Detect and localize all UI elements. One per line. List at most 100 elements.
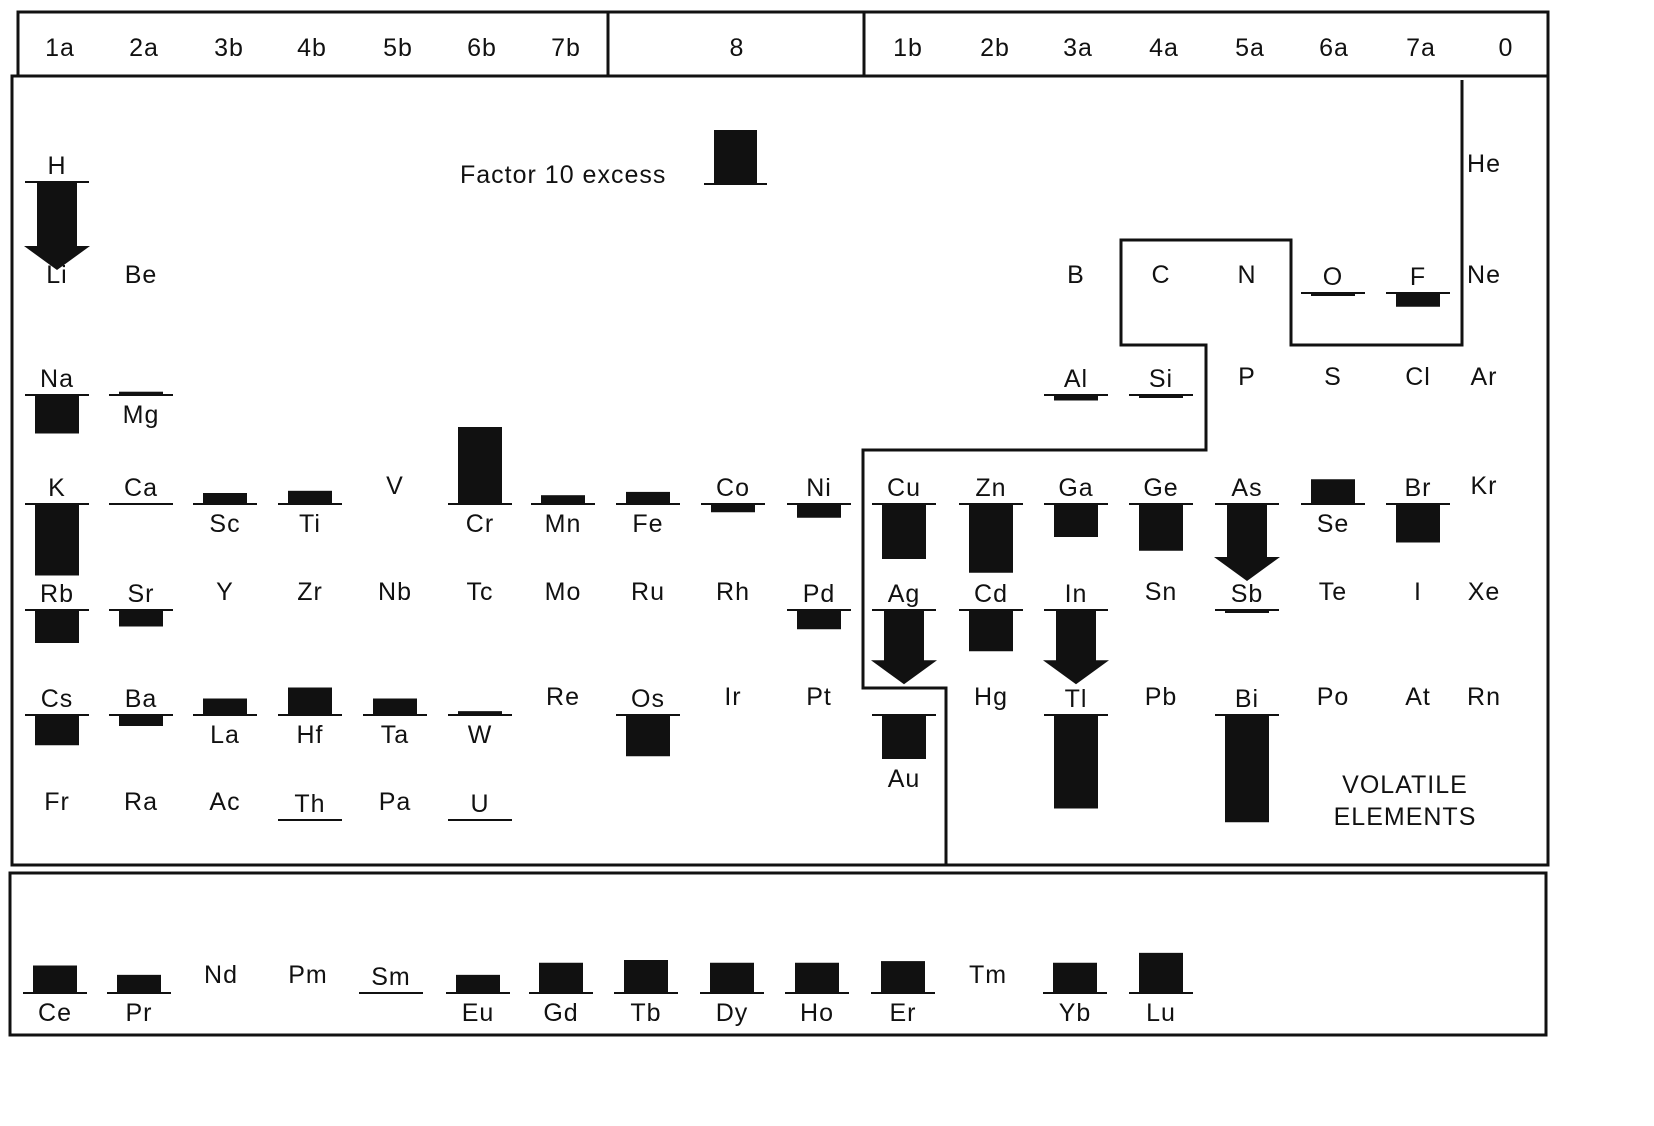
excess-bar xyxy=(539,962,583,993)
element-symbol: Se xyxy=(1317,510,1350,538)
element-F: F xyxy=(1386,263,1450,307)
element-symbol: La xyxy=(210,721,240,749)
deficit-arrow xyxy=(24,182,90,270)
element-Cr: Cr xyxy=(448,427,512,538)
element-Ne: Ne xyxy=(1467,261,1501,289)
element-symbol: Zn xyxy=(975,474,1006,502)
element-symbol: Be xyxy=(125,261,158,289)
deficit-bar xyxy=(1054,395,1098,401)
deficit-bar xyxy=(1225,610,1269,613)
element-symbol: Tc xyxy=(467,578,494,606)
element-Al: Al xyxy=(1044,365,1108,401)
group-header-4b: 4b xyxy=(297,34,327,62)
element-symbol: W xyxy=(468,721,493,749)
element-symbol: Ra xyxy=(124,788,158,816)
excess-bar xyxy=(203,698,247,715)
element-symbol: Yb xyxy=(1059,999,1092,1027)
volatile-boundary xyxy=(861,80,1464,865)
excess-bar xyxy=(458,711,502,715)
element-As: As xyxy=(1214,474,1280,581)
deficit-bar xyxy=(882,715,926,759)
element-symbol: Ne xyxy=(1467,261,1501,289)
element-Dy: Dy xyxy=(700,962,764,1027)
deficit-bar xyxy=(35,504,79,576)
element-symbol: Os xyxy=(631,685,665,713)
element-Cl: Cl xyxy=(1405,363,1430,391)
group-header-2a: 2a xyxy=(129,34,159,62)
element-symbol: Mn xyxy=(545,510,582,538)
element-symbol: He xyxy=(1467,150,1501,178)
deficit-arrow xyxy=(871,610,937,685)
element-Th: Th xyxy=(278,790,342,821)
excess-bar xyxy=(458,427,502,504)
element-Sb: Sb xyxy=(1215,580,1279,613)
deficit-bar xyxy=(1139,395,1183,398)
element-Ce: Ce xyxy=(23,965,87,1027)
element-Ho: Ho xyxy=(785,962,849,1027)
element-Pt: Pt xyxy=(806,683,832,711)
element-Co: Co xyxy=(701,474,765,513)
element-symbol: Sr xyxy=(128,580,155,608)
element-symbol: Ba xyxy=(125,685,158,713)
element-symbol: Cr xyxy=(466,510,494,538)
element-Nd: Nd xyxy=(204,961,237,989)
element-symbol: O xyxy=(1323,263,1343,291)
deficit-bar xyxy=(1225,715,1269,823)
element-H: H xyxy=(24,152,90,270)
excess-bar xyxy=(373,698,417,715)
element-Sn: Sn xyxy=(1145,578,1177,606)
element-symbol: Hf xyxy=(297,721,324,749)
deficit-bar xyxy=(1396,504,1440,543)
element-symbol: Rh xyxy=(716,578,750,606)
deficit-bar xyxy=(119,610,163,627)
element-symbol: Sc xyxy=(209,510,240,538)
main-table-frame xyxy=(10,74,1550,867)
deficit-bar xyxy=(797,610,841,630)
excess-bar xyxy=(33,965,77,993)
group-header-7b: 7b xyxy=(551,34,581,62)
deficit-bar xyxy=(1139,504,1183,551)
deficit-bar xyxy=(1396,293,1440,307)
element-Tm: Tm xyxy=(969,961,1006,989)
element-symbol: Tl xyxy=(1065,685,1088,713)
element-symbol: Cs xyxy=(41,685,74,713)
element-symbol: V xyxy=(386,472,404,500)
element-P: P xyxy=(1238,363,1255,391)
element-symbol: N xyxy=(1237,261,1256,289)
excess-bar xyxy=(456,974,500,993)
group-header-5b: 5b xyxy=(383,34,413,62)
group-header-4a: 4a xyxy=(1149,34,1179,62)
deficit-bar xyxy=(969,504,1013,573)
element-Bi: Bi xyxy=(1215,685,1279,823)
frames xyxy=(8,10,1550,1037)
element-Cu: Cu xyxy=(872,474,936,559)
element-Ba: Ba xyxy=(109,685,173,726)
element-Nb: Nb xyxy=(378,578,411,606)
element-symbol: H xyxy=(47,152,66,180)
element-symbol: Lu xyxy=(1146,999,1176,1027)
element-symbol: Au xyxy=(888,765,921,793)
element-symbol: Ag xyxy=(888,580,921,608)
element-symbol: Po xyxy=(1317,683,1350,711)
excess-bar xyxy=(710,962,754,993)
element-symbol: Mo xyxy=(545,578,582,606)
volatile-label-line-1: VOLATILE xyxy=(1342,771,1468,799)
legend-label: Factor 10 excess xyxy=(460,161,666,189)
group-header-3b: 3b xyxy=(214,34,244,62)
element-Fe: Fe xyxy=(616,491,680,538)
element-Pb: Pb xyxy=(1145,683,1177,711)
group-header-1a: 1a xyxy=(45,34,75,62)
element-Au: Au xyxy=(872,714,936,793)
excess-bar xyxy=(795,962,839,993)
element-Ni: Ni xyxy=(787,474,851,518)
excess-bar xyxy=(624,960,668,993)
deficit-arrow xyxy=(1214,504,1280,581)
element-symbol: Sb xyxy=(1231,580,1264,608)
element-symbol: Pt xyxy=(806,683,832,711)
element-Ag: Ag xyxy=(871,580,937,685)
excess-bar xyxy=(203,493,247,504)
element-symbol: Cd xyxy=(974,580,1008,608)
excess-bar xyxy=(541,495,585,504)
element-La: La xyxy=(193,698,257,749)
element-Re: Re xyxy=(546,683,579,711)
